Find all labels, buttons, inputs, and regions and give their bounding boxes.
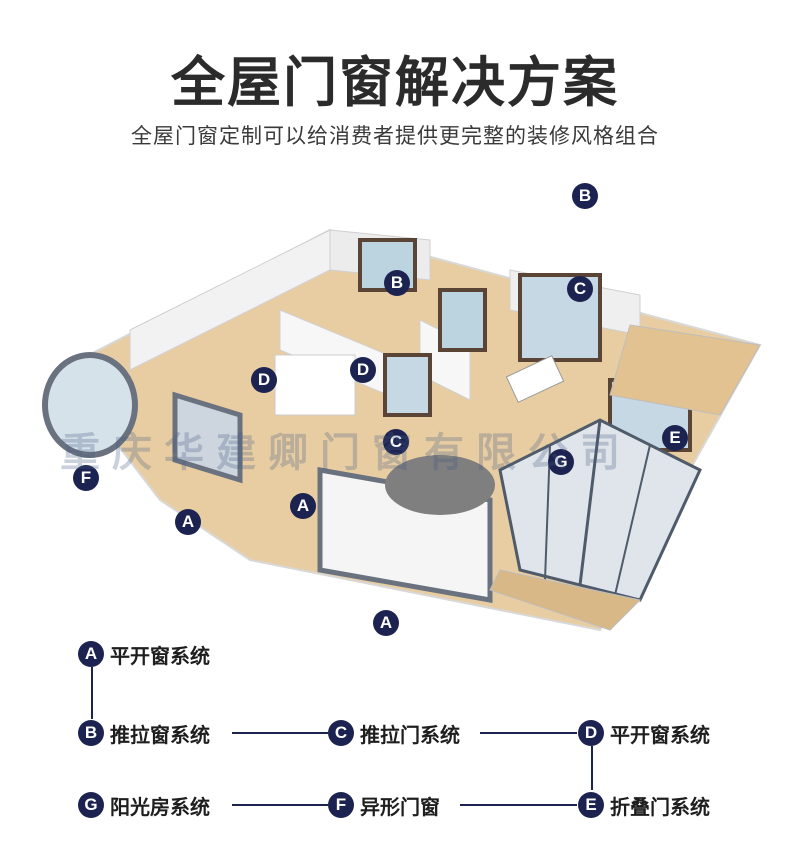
plan-marker-a-bottom: A bbox=[373, 610, 399, 636]
legend-b-badge: B bbox=[78, 720, 104, 746]
watermark: 重庆华建卿门窗有限公司 bbox=[60, 430, 632, 476]
legend-a: A 平开窗系统 bbox=[78, 640, 210, 668]
floor-plan-illustration bbox=[42, 228, 762, 632]
plan-marker-b-top: B bbox=[572, 183, 598, 209]
legend-d-badge: D bbox=[578, 720, 604, 746]
page-title: 全屋门窗解决方案 bbox=[171, 51, 619, 114]
living-rug bbox=[385, 455, 495, 515]
legend-a-label: 平开窗系统 bbox=[110, 643, 210, 668]
legend-g-label: 阳光房系统 bbox=[110, 794, 210, 819]
legend-e-badge: E bbox=[578, 792, 604, 818]
plan-marker-f: F bbox=[73, 465, 99, 491]
plan-marker-d-left: D bbox=[251, 367, 277, 393]
legend-a-badge: A bbox=[78, 641, 104, 667]
legend-b: B 推拉窗系统 bbox=[78, 719, 210, 747]
door-d bbox=[383, 353, 432, 417]
connector-e-f bbox=[460, 804, 577, 806]
plan-marker-d-mid: D bbox=[350, 357, 376, 383]
legend-g: G 阳光房系统 bbox=[78, 791, 210, 819]
legend-d: D 平开窗系统 bbox=[578, 719, 710, 747]
legend-c-badge: C bbox=[328, 720, 354, 746]
plan-marker-b: B bbox=[384, 270, 410, 296]
plan-marker-c: C bbox=[567, 276, 593, 302]
plan-marker-g: G bbox=[548, 449, 574, 475]
legend-f: F 异形门窗 bbox=[328, 791, 440, 819]
connector-f-g bbox=[232, 804, 328, 806]
plan-marker-c-mid: C bbox=[383, 429, 409, 455]
window-box-a1 bbox=[172, 391, 243, 484]
legend-c: C 推拉门系统 bbox=[328, 719, 460, 747]
legend-g-badge: G bbox=[78, 792, 104, 818]
deck-bottom bbox=[489, 569, 642, 631]
plan-marker-a-left: A bbox=[175, 509, 201, 535]
dining-table bbox=[505, 355, 565, 403]
connector-b-c bbox=[232, 732, 328, 734]
legend-d-label: 平开窗系统 bbox=[610, 722, 710, 747]
connector-c-d bbox=[480, 732, 577, 734]
legend-c-label: 推拉门系统 bbox=[360, 722, 460, 747]
legend-b-label: 推拉窗系统 bbox=[110, 722, 210, 747]
window-b2 bbox=[438, 288, 487, 352]
legend-e-label: 折叠门系统 bbox=[610, 794, 710, 819]
plan-marker-e: E bbox=[662, 425, 688, 451]
connector-a-b bbox=[91, 667, 93, 719]
plan-marker-a-center: A bbox=[290, 493, 316, 519]
balcony-deck bbox=[609, 324, 761, 416]
legend-f-label: 异形门窗 bbox=[360, 794, 440, 819]
page-subtitle: 全屋门窗定制可以给消费者提供更完整的装修风格组合 bbox=[131, 124, 659, 148]
legend-f-badge: F bbox=[328, 792, 354, 818]
connector-d-e bbox=[591, 746, 593, 790]
legend-e: E 折叠门系统 bbox=[578, 791, 710, 819]
bay-window-f bbox=[42, 352, 138, 458]
bookshelf bbox=[274, 354, 356, 416]
